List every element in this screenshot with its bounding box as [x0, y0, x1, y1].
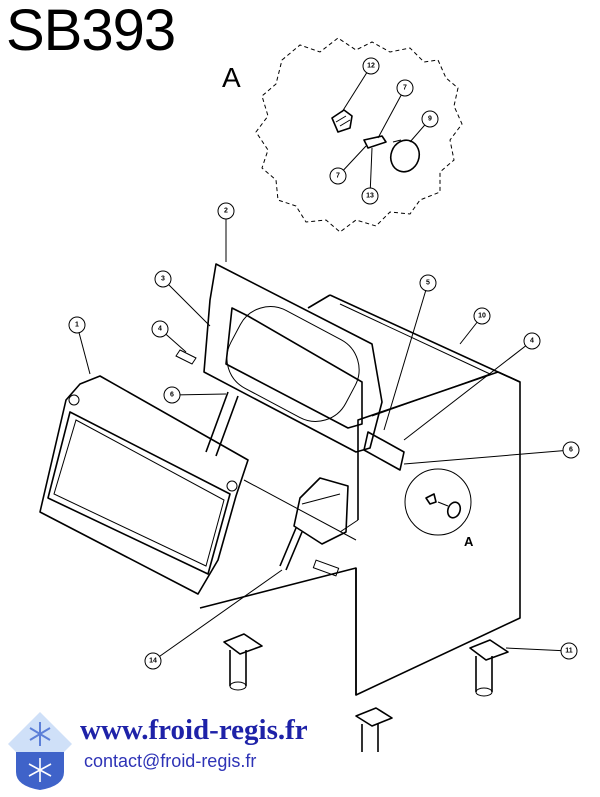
lid-part-2 — [203, 263, 383, 453]
callout-1: 1 — [68, 316, 86, 334]
svg-text:6: 6 — [170, 392, 174, 399]
svg-text:11: 11 — [565, 648, 573, 655]
svg-text:12: 12 — [367, 63, 375, 70]
website-link[interactable]: www.froid-regis.fr — [80, 714, 308, 746]
front-panel-part-1 — [39, 375, 249, 595]
callout-11: 11 — [560, 642, 578, 660]
callout-7-upper: 7 — [396, 79, 414, 97]
callout-14: 14 — [144, 652, 162, 670]
callout-6-left: 6 — [163, 386, 181, 404]
contact-email-link[interactable]: contact@froid-regis.fr — [84, 751, 257, 771]
callout-13: 13 — [361, 187, 379, 205]
callout-2: 2 — [217, 202, 235, 220]
callout-9: 9 — [421, 110, 439, 128]
callout-7-lower: 7 — [329, 167, 347, 185]
detail-a-cloud — [255, 37, 463, 233]
callout-12: 12 — [362, 57, 380, 75]
callout-4-right: 4 — [523, 332, 541, 350]
svg-text:7: 7 — [403, 85, 407, 92]
callout-6-right: 6 — [562, 441, 580, 459]
svg-text:1: 1 — [75, 322, 79, 329]
svg-text:5: 5 — [426, 280, 430, 287]
callout-10: 10 — [473, 307, 491, 325]
svg-text:6: 6 — [569, 447, 573, 454]
svg-text:4: 4 — [158, 326, 162, 333]
svg-text:13: 13 — [366, 193, 374, 200]
detail-a-small-label: A — [464, 534, 474, 549]
page-title: SB393 — [6, 0, 176, 63]
feet-part-11 — [223, 633, 509, 752]
callout-5: 5 — [419, 274, 437, 292]
svg-text:9: 9 — [428, 116, 432, 123]
svg-text:2: 2 — [224, 208, 228, 215]
svg-text:4: 4 — [530, 338, 534, 345]
support-rods — [175, 349, 405, 471]
svg-text:7: 7 — [336, 173, 340, 180]
svg-text:10: 10 — [478, 313, 486, 320]
svg-text:14: 14 — [149, 658, 157, 665]
detail-a-parts — [331, 109, 421, 173]
detail-a-small-circle — [404, 468, 472, 536]
cabinet-body — [199, 294, 521, 696]
scoop-part-14 — [279, 477, 349, 571]
snowflake-logo-icon — [8, 712, 72, 790]
svg-text:3: 3 — [161, 276, 165, 283]
callout-4-left: 4 — [151, 320, 169, 338]
detail-a-label: A — [222, 62, 241, 93]
callout-3: 3 — [154, 270, 172, 288]
